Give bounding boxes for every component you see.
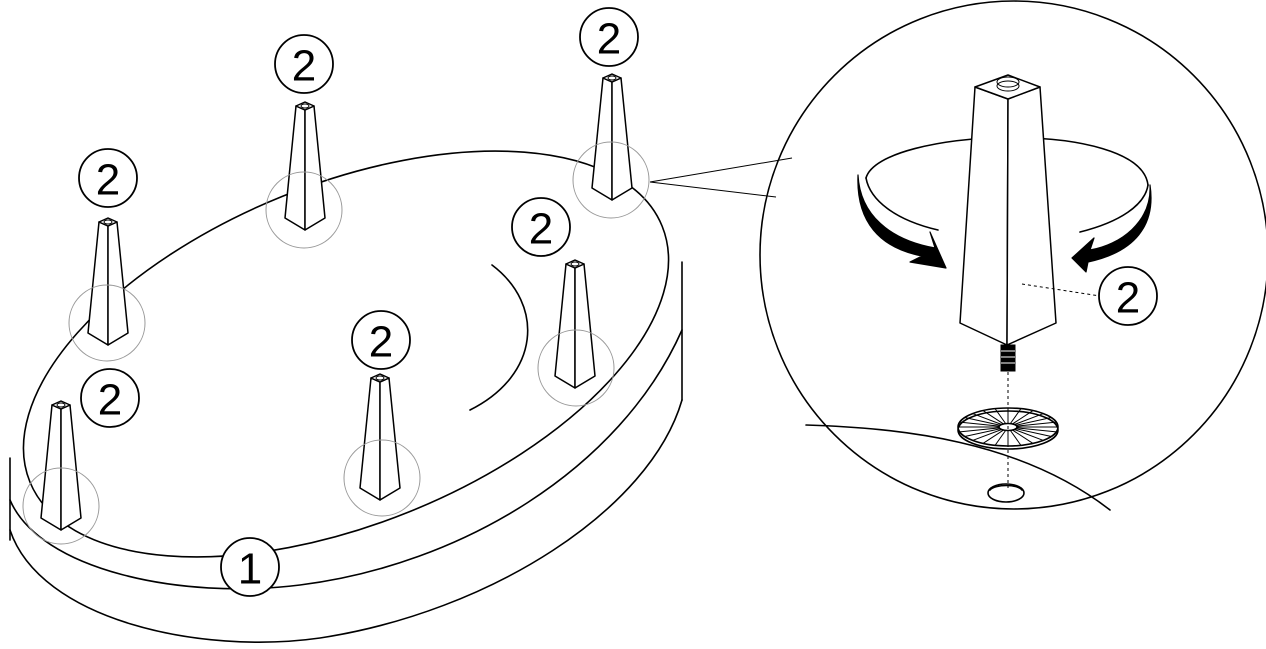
callout-right-label: 2 — [529, 205, 553, 254]
callout-right: 2 — [511, 197, 571, 257]
callout-detail-label: 2 — [1116, 274, 1140, 323]
callout-detail: 2 — [1098, 266, 1158, 326]
rotation-hint-arc — [469, 264, 529, 411]
detail-view-circle — [759, 0, 1266, 510]
highlight-circle-top-middle — [265, 171, 343, 249]
detail-leader-lines — [649, 157, 793, 198]
highlight-circle-front-left — [22, 467, 100, 545]
highlight-circle-center — [343, 439, 421, 517]
detail-table-surface — [805, 424, 1111, 511]
legs-group — [40, 73, 633, 531]
threaded-stud — [1000, 344, 1016, 372]
callout-top-middle-label: 2 — [292, 42, 316, 91]
table-top — [9, 150, 683, 643]
callout-front-left-label: 2 — [98, 376, 122, 425]
callout-top-right-label: 2 — [597, 15, 621, 64]
leg-front-left — [40, 400, 82, 531]
leg-highlight-circles — [22, 141, 650, 545]
table-top-edge-middle — [9, 329, 683, 590]
leg-top-middle — [284, 101, 326, 231]
callout-top-middle: 2 — [274, 34, 334, 94]
ribbed-washer — [957, 407, 1059, 450]
callout-front-left: 2 — [80, 368, 140, 428]
highlight-circle-top-left — [68, 284, 146, 362]
callout-table-top: 1 — [220, 537, 280, 597]
leg-top-left — [87, 217, 129, 346]
detail-view — [759, 0, 1266, 511]
highlight-circle-right — [537, 329, 615, 407]
leg-top-right — [591, 73, 633, 201]
callout-center-label: 2 — [369, 318, 393, 367]
table-top-surface — [22, 150, 670, 558]
detail-leg — [959, 74, 1057, 372]
highlight-circle-top-right — [572, 141, 650, 219]
callout-top-left: 2 — [78, 148, 138, 208]
mounting-hole — [987, 483, 1025, 503]
table-top-edge-bottom — [9, 399, 683, 643]
detail-callout-leader — [1021, 283, 1101, 297]
callout-center: 2 — [351, 310, 411, 370]
callout-table-top-label: 1 — [238, 545, 262, 594]
callout-top-right: 2 — [579, 7, 639, 67]
leg-center — [359, 373, 401, 501]
callout-top-left-label: 2 — [96, 156, 120, 205]
leg-right — [554, 259, 596, 389]
